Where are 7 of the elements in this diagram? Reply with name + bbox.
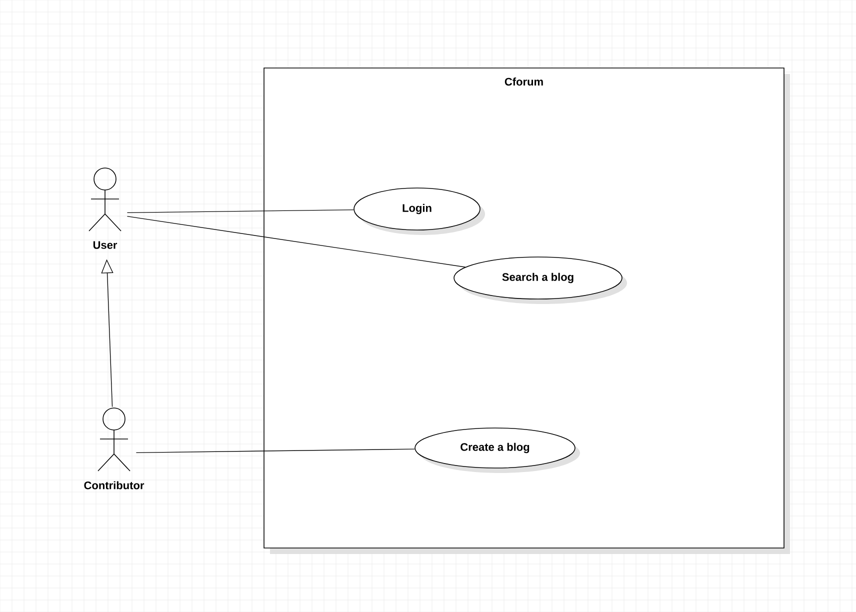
association-line [126,209,354,214]
association-line [126,216,466,268]
node-label: User [93,241,118,249]
actor-figure: User [88,168,122,249]
association-line [136,448,416,454]
node-label: Contributor [84,481,144,490]
actor-figure: Contributor [84,408,144,490]
